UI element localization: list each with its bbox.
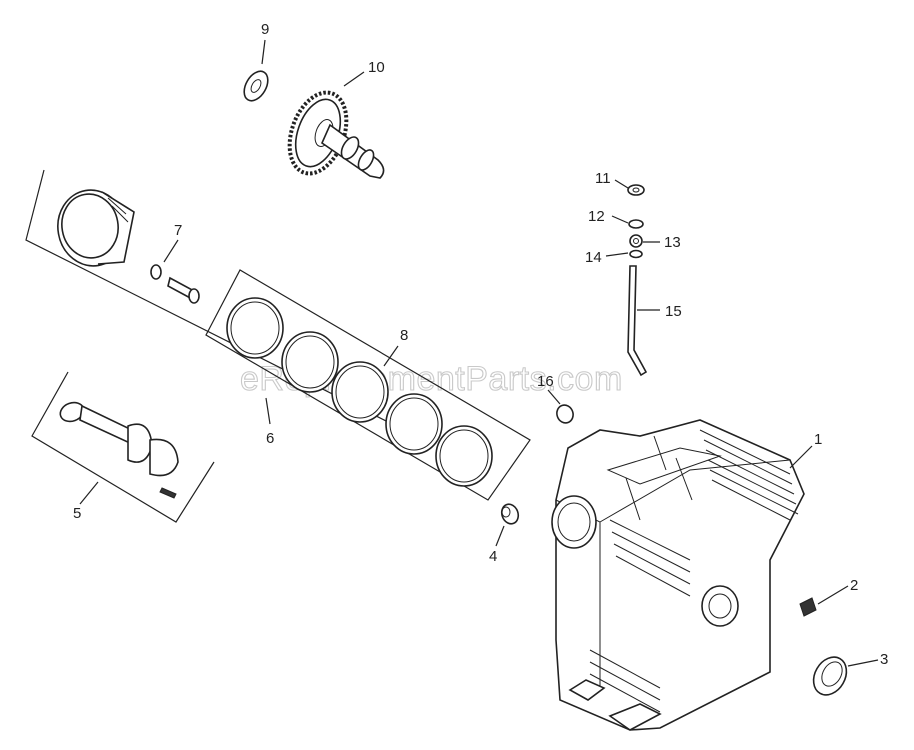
part-1-crankcase[interactable] bbox=[551, 419, 805, 731]
callout-12: 12 bbox=[588, 208, 605, 225]
callout-14: 14 bbox=[585, 249, 602, 266]
part-7-retainer[interactable] bbox=[150, 264, 162, 280]
callout-labels: 1 2 3 4 5 6 7 8 9 10 11 12 13 14 15 16 bbox=[73, 21, 888, 668]
callout-5: 5 bbox=[73, 505, 81, 522]
piston-group bbox=[25, 169, 421, 439]
callout-1: 1 bbox=[814, 431, 822, 448]
callout-10: 10 bbox=[368, 59, 385, 76]
callout-3: 3 bbox=[880, 651, 888, 668]
part-5-connecting-rod[interactable] bbox=[31, 371, 215, 523]
part-13-spacer[interactable] bbox=[629, 234, 643, 248]
callout-11: 11 bbox=[595, 170, 611, 187]
leader-lines bbox=[79, 39, 879, 667]
part-15-rod[interactable] bbox=[627, 265, 648, 377]
part-piston-pin[interactable] bbox=[167, 276, 200, 304]
part-12-washer[interactable] bbox=[628, 219, 644, 229]
callout-4: 4 bbox=[489, 548, 497, 565]
part-16-bushing[interactable] bbox=[554, 403, 575, 425]
part-4-bushing[interactable] bbox=[499, 502, 521, 526]
callout-15: 15 bbox=[665, 303, 682, 320]
callout-6: 6 bbox=[266, 430, 274, 447]
callout-2: 2 bbox=[850, 577, 858, 594]
part-10-camshaft[interactable] bbox=[279, 85, 385, 182]
part-11-nut[interactable] bbox=[627, 184, 645, 196]
callout-8: 8 bbox=[400, 327, 408, 344]
part-piston[interactable] bbox=[52, 185, 135, 272]
part-3-oil-seal[interactable] bbox=[807, 651, 853, 701]
callout-13: 13 bbox=[664, 234, 681, 251]
part-2-plug[interactable] bbox=[799, 597, 817, 617]
part-9-washer[interactable] bbox=[239, 67, 272, 105]
part-14-washer[interactable] bbox=[629, 249, 643, 259]
part-8-piston-rings[interactable] bbox=[205, 269, 531, 501]
callout-16: 16 bbox=[537, 373, 554, 390]
callout-7: 7 bbox=[174, 222, 182, 239]
callout-9: 9 bbox=[261, 21, 269, 38]
